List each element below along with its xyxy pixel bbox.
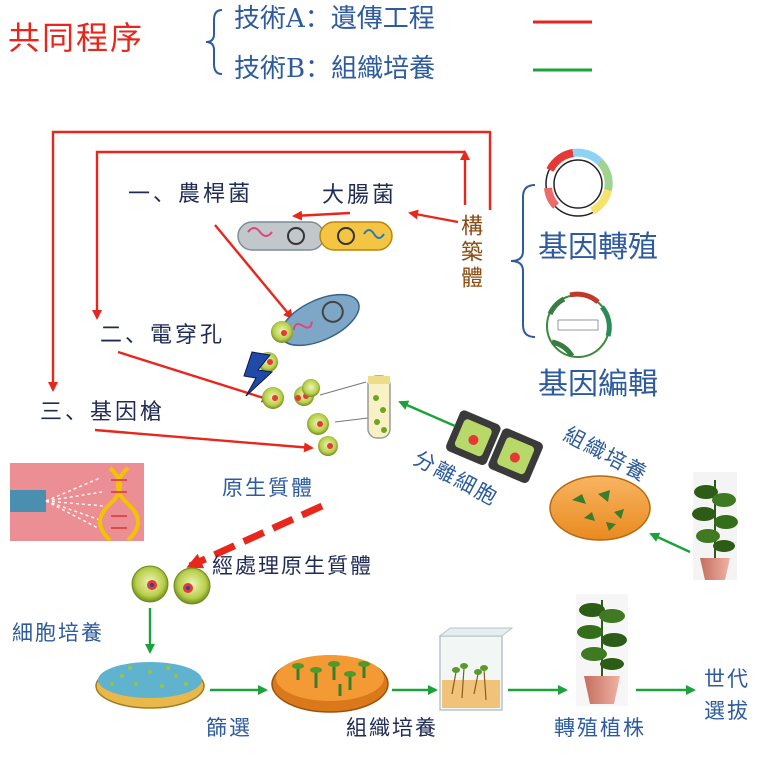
treated-protoplasts <box>131 565 211 605</box>
method-electroporation: 二、電穿孔 <box>100 323 226 348</box>
transgenic-plant-label: 轉殖植株 <box>554 716 646 740</box>
generation-selection-label: 世代選拔 <box>704 667 750 723</box>
arrow-protoplast-to-treated <box>186 502 324 570</box>
header-bracket <box>205 9 223 75</box>
arrow-isolate-to-tube <box>398 400 456 428</box>
gene-gun-image <box>10 463 144 542</box>
construct-brace <box>510 184 536 338</box>
loop-arrow-gene-gun <box>48 130 492 392</box>
arrow-plant-to-dish <box>649 532 691 554</box>
tissue-culture-bottom-label: 組織培養 <box>346 716 438 740</box>
arrow-gun-to-cells <box>94 428 314 453</box>
mother-plant <box>692 472 738 580</box>
screening-dish <box>271 655 389 713</box>
arrow-ecoli-to-agro <box>292 210 351 221</box>
tech-a-label: 技術A：遺傳工程 <box>234 4 435 34</box>
lightning-icon <box>243 351 274 397</box>
plasmid-editing <box>546 291 612 358</box>
cell-culture-dish <box>95 662 205 709</box>
screening-label: 篩選 <box>206 716 252 740</box>
protoplast-cells <box>258 321 338 456</box>
label-ecoli: 大腸菌 <box>322 183 398 208</box>
construct-option-editing: 基因編輯 <box>538 367 658 402</box>
construct-label: 構築體 <box>457 214 482 292</box>
method-gene-gun: 三、基因槍 <box>40 400 166 425</box>
leaf-culture-dish <box>549 475 651 541</box>
treated-protoplast-label: 經處理原生質體 <box>212 554 373 578</box>
common-procedure-title: 共同程序 <box>8 19 145 57</box>
bacteria-pair <box>237 221 393 251</box>
arrow-construct-to-ecoli <box>408 209 459 224</box>
construct-option-transgenic: 基因轉殖 <box>538 230 658 265</box>
transgenic-plant <box>576 594 628 706</box>
arrow-agro-to-cell <box>214 224 294 320</box>
method-agrobacterium: 一、農桿菌 <box>128 182 254 207</box>
cell-culture-label: 細胞培養 <box>12 621 104 645</box>
agrobacterium-cell <box>280 293 360 347</box>
test-tube <box>367 375 391 439</box>
arrow-electro-to-cells <box>117 350 272 403</box>
tech-b-label: 技術B：組織培養 <box>234 54 436 84</box>
tissue-culture-box <box>438 627 514 711</box>
plasmid-transgenic <box>544 148 613 217</box>
loop-arrow-electro-path <box>92 150 465 320</box>
isolated-cell-chambers <box>446 410 543 483</box>
protoplast-label: 原生質體 <box>222 476 314 500</box>
